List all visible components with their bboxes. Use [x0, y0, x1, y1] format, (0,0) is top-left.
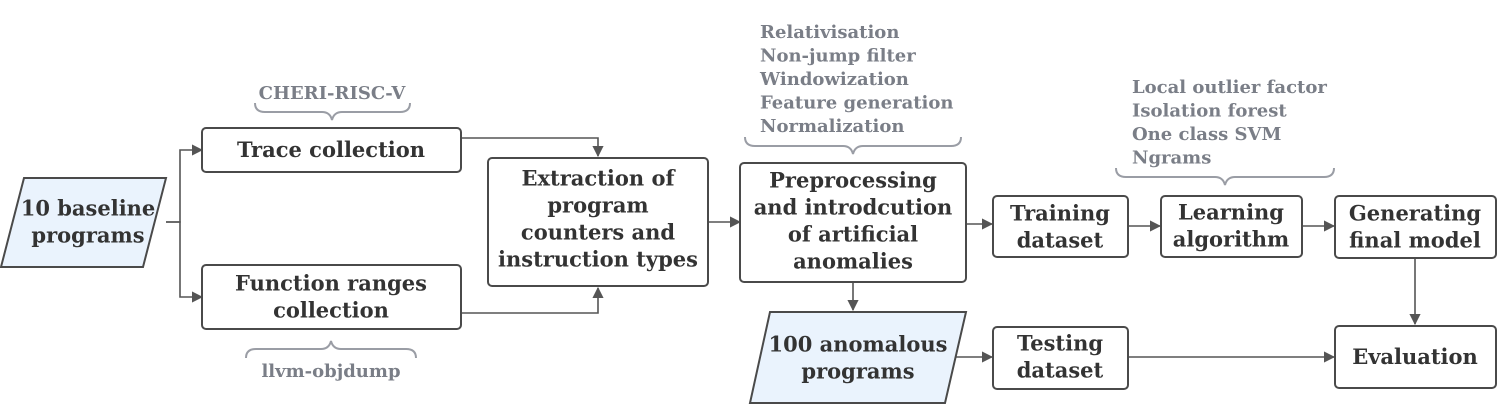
note-learn-line-3: One class SVM [1132, 124, 1281, 145]
node-prep-line-2: and introdcution [754, 195, 953, 220]
node-eval-shape [1334, 325, 1497, 389]
node-learn-line-2: algorithm [1173, 227, 1290, 252]
note-llvm-line-1: llvm-objdump [261, 361, 400, 382]
node-prep-line-3: of artificial [788, 222, 918, 247]
note-prep-line-1: Relativisation [760, 22, 899, 43]
node-extract-shape [487, 157, 709, 287]
node-eval-line-1: Evaluation [1352, 344, 1478, 369]
node-func-line-1: Function ranges [235, 271, 427, 296]
edge-baseline-trace [166, 144, 204, 223]
connectors [166, 137, 1421, 363]
node-final-line-1: Generating [1349, 201, 1482, 226]
note-prep-line-2: Non-jump filter [760, 46, 916, 67]
node-extract-line-4: instruction types [498, 247, 698, 272]
node-baseline-line-2: programs [31, 223, 144, 248]
node-final-line-2: final model [1349, 228, 1481, 253]
brace-cheri [254, 102, 411, 121]
note-prep-line-3: Windowization [759, 69, 909, 90]
brace-learn [1115, 167, 1335, 186]
edge-func-extract [461, 286, 604, 314]
node-prep-shape [739, 162, 967, 283]
node-trace: Trace collection [237, 137, 425, 162]
node-baseline-line-1: 10 baseline [21, 196, 156, 221]
note-prep-line-4: Feature generation [760, 93, 953, 114]
note-learn-line-4: Ngrams [1132, 148, 1211, 169]
node-final-shape [1334, 195, 1497, 259]
node-anom-shape [748, 311, 968, 404]
node-extract-line-3: counters and [521, 220, 675, 245]
node-func-shape [201, 264, 462, 330]
brace-llvm [245, 340, 417, 359]
node-prep-line-1: Preprocessing [769, 168, 937, 193]
node-train-line-1: Training [1010, 201, 1110, 226]
node-eval: Evaluation [1352, 344, 1478, 369]
node-train-shape [992, 195, 1129, 258]
node-extract-line-1: Extraction of [522, 166, 677, 191]
node-test-line-2: dataset [1017, 358, 1104, 383]
node-baseline-shape [0, 177, 168, 268]
note-prep-line-5: Normalization [760, 116, 904, 137]
node-test-line-1: Testing [1017, 331, 1103, 356]
node-trace-shape [201, 127, 462, 173]
note-cheri-line-1: CHERI-RISC-V [259, 83, 407, 104]
node-train-line-2: dataset [1017, 228, 1104, 253]
node-func-line-2: collection [273, 298, 389, 323]
node-anom-line-2: programs [801, 359, 914, 384]
edge-baseline-func [166, 221, 204, 303]
node-extract-line-2: program [547, 193, 648, 218]
node-learn-line-1: Learning [1178, 200, 1284, 225]
node-test-shape [992, 326, 1129, 390]
braces [245, 102, 1335, 359]
note-llvm: llvm-objdump [261, 361, 400, 382]
brace-prep [744, 136, 962, 155]
note-learn-line-2: Isolation forest [1132, 101, 1287, 122]
note-cheri: CHERI-RISC-V [259, 83, 407, 104]
node-prep-line-4: anomalies [793, 249, 913, 274]
edge-trace-extract [461, 137, 604, 158]
node-anom-line-1: 100 anomalous [769, 332, 948, 357]
node-trace-line-1: Trace collection [237, 137, 425, 162]
node-learn-shape [1160, 195, 1303, 258]
note-learn-line-1: Local outlier factor [1132, 77, 1327, 98]
